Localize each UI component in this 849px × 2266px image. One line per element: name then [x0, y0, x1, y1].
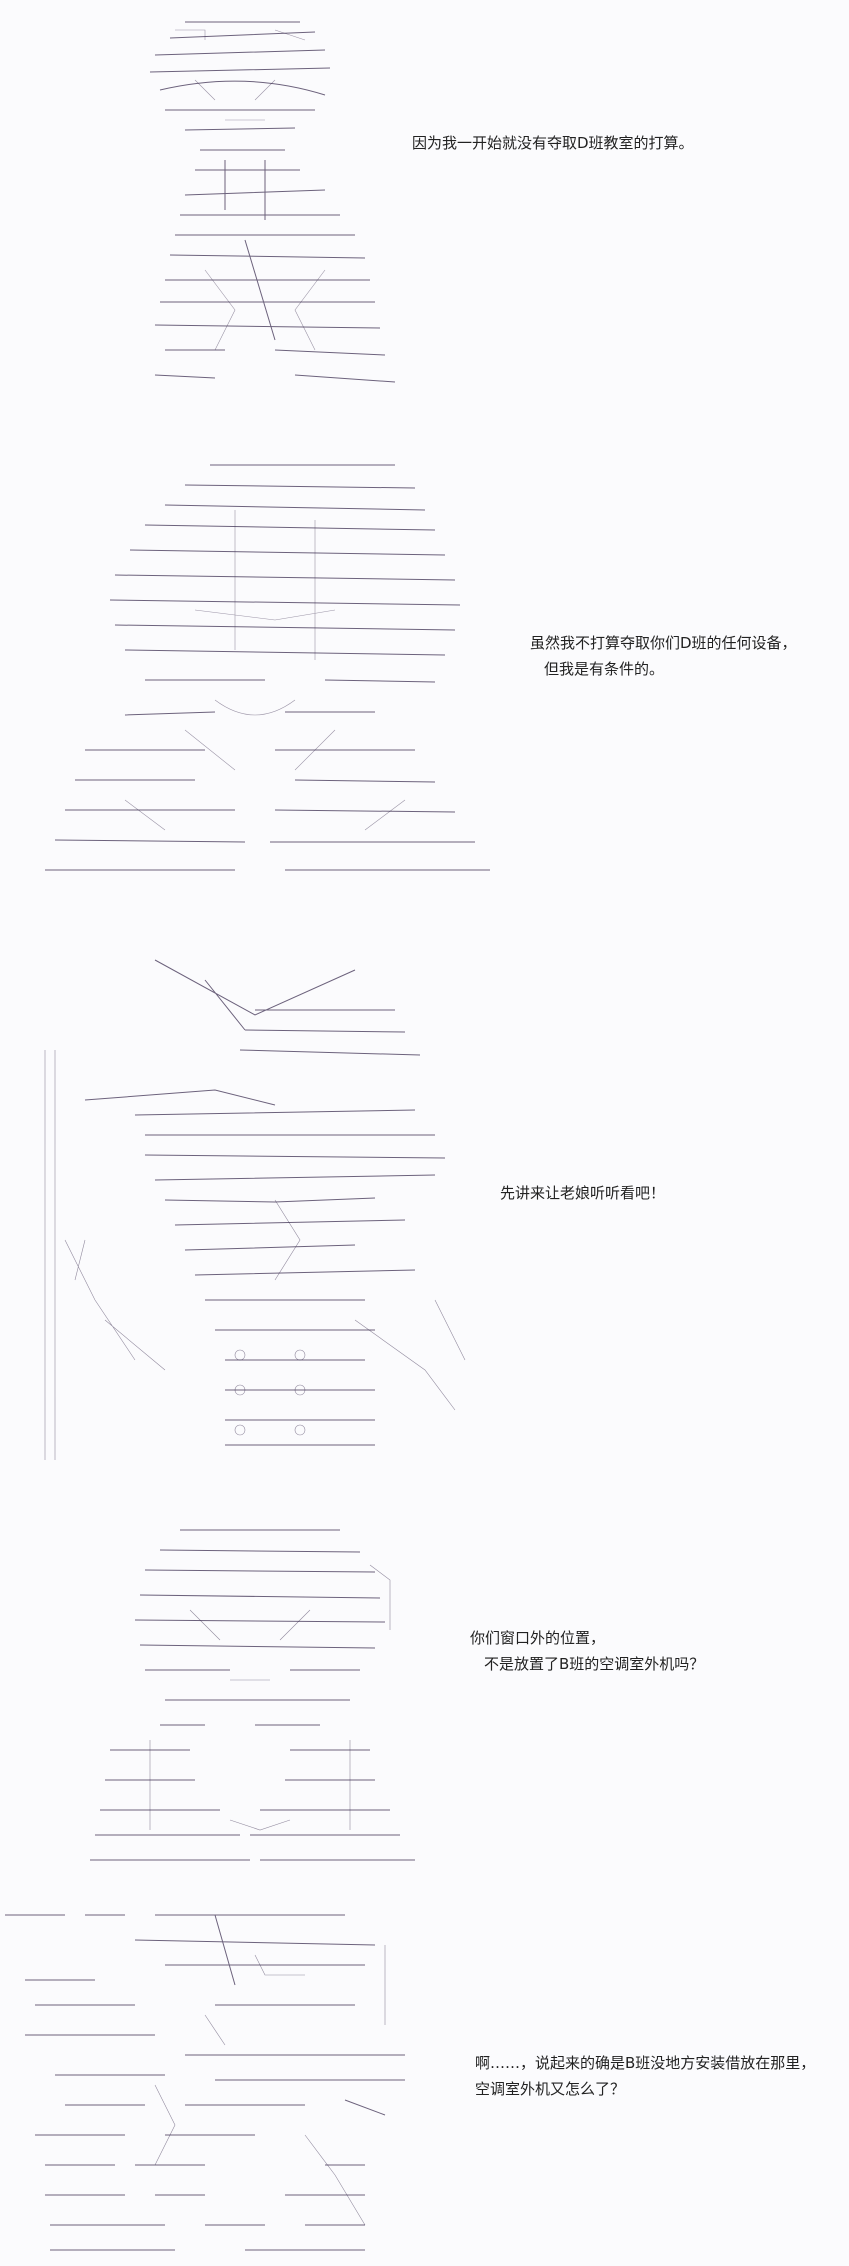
- speech-line: 先讲来让老娘听听看吧！: [500, 1184, 666, 1202]
- panel-4: 你们窗口外的位置， 不是放置了B班的空调室外机吗？: [0, 1490, 849, 1890]
- speech-line: 虽然我不打算夺取你们D班的任何设备，: [530, 634, 797, 652]
- speech-line: 因为我一开始就没有夺取D班教室的打算。: [412, 134, 694, 152]
- panel-5: 啊……，说起来的确是B班没地方安装借放在那里， 空调室外机又怎么了？: [0, 1900, 849, 2266]
- ascii-art-figure-4: [90, 1510, 420, 1870]
- panel-3: 先讲来让老娘听听看吧！: [0, 920, 849, 1480]
- ascii-art-figure-3: [25, 940, 495, 1470]
- speech-text-2: 虽然我不打算夺取你们D班的任何设备， 但我是有条件的。: [530, 630, 797, 682]
- panel-1: 因为我一开始就没有夺取D班教室的打算。: [0, 0, 849, 420]
- ascii-art-figure-5: [5, 1905, 435, 2261]
- speech-text-5: 啊……，说起来的确是B班没地方安装借放在那里， 空调室外机又怎么了？: [475, 2050, 815, 2102]
- speech-line: 空调室外机又怎么了？: [475, 2080, 626, 2098]
- ascii-art-figure-2: [35, 450, 495, 890]
- panel-2: 虽然我不打算夺取你们D班的任何设备， 但我是有条件的。: [0, 430, 849, 900]
- speech-line: 但我是有条件的。: [544, 660, 665, 678]
- speech-line: 不是放置了B班的空调室外机吗？: [484, 1655, 705, 1673]
- speech-text-3: 先讲来让老娘听听看吧！: [500, 1180, 665, 1206]
- speech-line: 啊……，说起来的确是B班没地方安装借放在那里，: [475, 2054, 816, 2072]
- ascii-art-figure-1: [125, 10, 415, 405]
- speech-text-1: 因为我一开始就没有夺取D班教室的打算。: [412, 130, 694, 156]
- speech-text-4: 你们窗口外的位置， 不是放置了B班的空调室外机吗？: [470, 1625, 704, 1677]
- speech-line: 你们窗口外的位置，: [470, 1629, 606, 1647]
